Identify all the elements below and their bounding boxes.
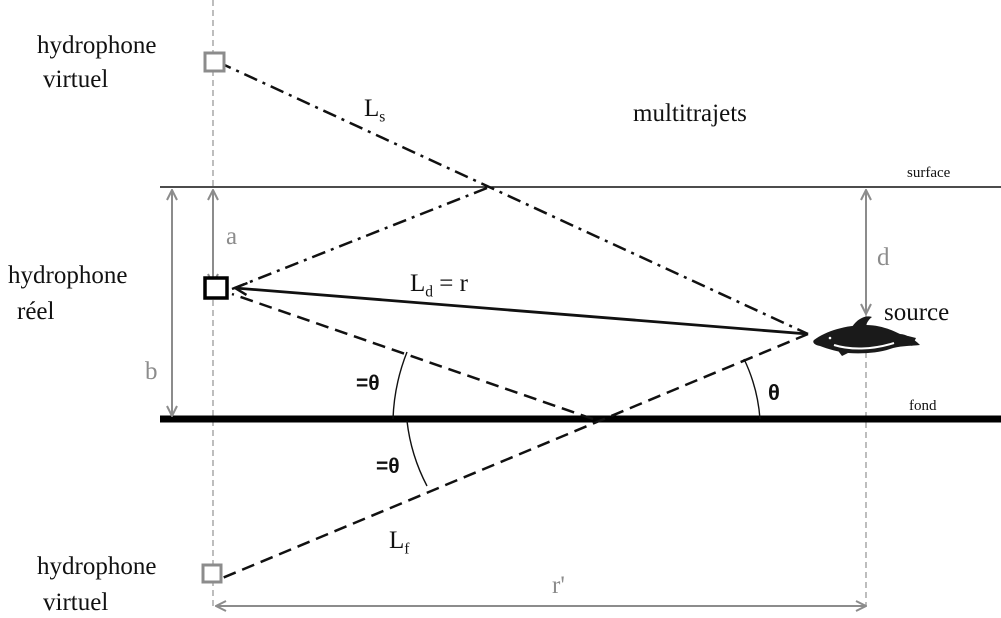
- ls-label-sub: s: [379, 108, 386, 126]
- ld-label: Ld = r: [410, 271, 468, 300]
- bottom-label: fond: [909, 398, 937, 414]
- virtual-hydrophone-bottom-marker: [201, 563, 223, 584]
- real-hydrophone-marker: [203, 276, 229, 300]
- source-label: source: [884, 299, 950, 326]
- path-ls-reflected: [231, 186, 488, 291]
- path-lf-virtual: [219, 332, 809, 581]
- virtual-hydrophone-bottom-label-line2: virtuel: [43, 589, 109, 616]
- ld-label-sub: d: [425, 283, 434, 301]
- path-lf-reflected: [231, 292, 594, 421]
- ld-label-main: L: [410, 270, 426, 297]
- dolphin-icon: [813, 316, 920, 356]
- lf-label-sub: f: [404, 540, 410, 558]
- angle-arc-source: [743, 358, 761, 420]
- ls-label-main: L: [364, 95, 380, 122]
- theta-label: θ: [768, 380, 780, 405]
- dimension-d-label: d: [877, 244, 890, 271]
- real-hydrophone-label-line2: réel: [17, 298, 55, 325]
- virtual-hydrophone-top-label-line1: hydrophone: [37, 32, 157, 59]
- real-hydrophone-label-line1: hydrophone: [8, 262, 128, 289]
- virtual-hydrophone-bottom-label-line1: hydrophone: [37, 553, 157, 580]
- lf-label: Lf: [389, 528, 409, 557]
- path-ls-virtual: [217, 60, 809, 336]
- lf-label-main: L: [389, 527, 405, 554]
- angle-arc-lower: [406, 420, 428, 487]
- ld-label-rest: = r: [433, 270, 468, 297]
- virtual-hydrophone-top-marker: [203, 51, 226, 73]
- virtual-hydrophone-top-label-line2: virtuel: [43, 66, 109, 93]
- surface-label: surface: [907, 165, 951, 181]
- dimension-b-label: b: [145, 358, 158, 385]
- dimension-r-prime-label: r': [552, 572, 565, 599]
- path-ld-direct: [235, 288, 809, 336]
- equal-theta-upper-label: =θ: [356, 372, 380, 395]
- multipath-label: multitrajets: [633, 100, 747, 127]
- angle-arc-upper: [392, 351, 408, 420]
- dimension-a-label: a: [226, 223, 238, 250]
- ls-label: Ls: [364, 96, 385, 125]
- equal-theta-lower-label: =θ: [376, 455, 400, 478]
